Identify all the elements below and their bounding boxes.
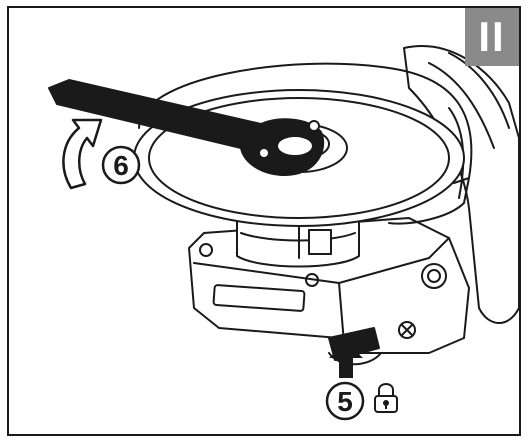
angle-grinder-illustration: 6 5 [48,45,519,421]
grinder-body-seam-2 [448,52,510,129]
callout-6-number: 6 [113,150,129,181]
panel-label-badge: II [465,8,519,66]
housing-bearing-inner [427,269,441,283]
grinder-body-seam [428,62,495,149]
housing-slot [212,284,306,312]
spanner-wrench [48,79,325,176]
housing-screw-1 [199,243,213,257]
housing-screw-2 [305,273,319,287]
disc-inner-ring [148,97,450,219]
spanner-pin-2 [308,120,320,132]
spanner-pin-1 [258,147,270,159]
callout-6-circle [101,145,141,185]
wheel-guard [138,62,473,225]
callout-5-circle [325,381,365,421]
arrow-up-icon [329,342,363,378]
side-screw [398,321,416,339]
rotation-arrow-icon [62,118,103,190]
gear-housing-edge [338,237,450,284]
callout-5-number: 5 [337,386,353,417]
housing-bearing [421,263,447,289]
padlock-icon [374,383,398,413]
diagram-frame: 6 5 II [7,6,521,436]
